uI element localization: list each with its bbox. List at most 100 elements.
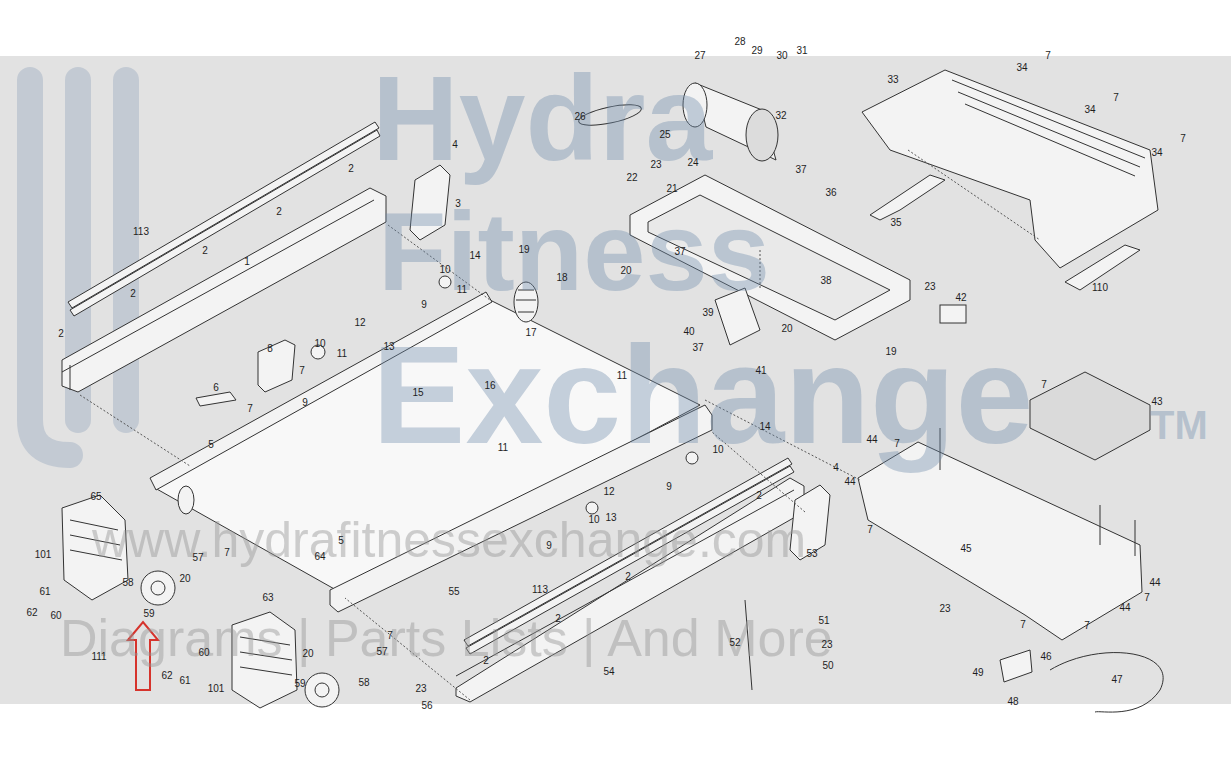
watermark-text: Diagrams | Parts Lists | And More <box>60 612 833 664</box>
callout-number: 44 <box>866 435 877 445</box>
callout-number: 19 <box>518 245 529 255</box>
callout-number: 34 <box>1084 105 1095 115</box>
callout-number: 20 <box>781 324 792 334</box>
callout-number: 14 <box>469 251 480 261</box>
watermark-text: Fitness <box>378 196 770 308</box>
callout-number: 58 <box>358 678 369 688</box>
callout-number: 29 <box>751 46 762 56</box>
callout-number: 23 <box>415 684 426 694</box>
callout-number: 8 <box>267 344 273 354</box>
callout-number: 22 <box>626 173 637 183</box>
callout-number: 10 <box>588 515 599 525</box>
callout-number: 53 <box>806 549 817 559</box>
watermark-text: TM <box>1150 405 1208 445</box>
callout-number: 7 <box>1113 93 1119 103</box>
callout-number: 11 <box>337 349 347 359</box>
callout-number: 54 <box>603 667 614 677</box>
callout-number: 27 <box>694 51 705 61</box>
callout-number: 37 <box>674 247 685 257</box>
callout-number: 33 <box>887 75 898 85</box>
callout-number: 30 <box>776 51 787 61</box>
callout-number: 7 <box>224 548 230 558</box>
callout-number: 23 <box>821 640 832 650</box>
callout-number: 5 <box>208 440 214 450</box>
callout-number: 10 <box>712 445 723 455</box>
callout-number: 101 <box>208 684 225 694</box>
callout-number: 49 <box>972 668 983 678</box>
callout-number: 9 <box>546 541 552 551</box>
callout-number: 52 <box>729 638 740 648</box>
callout-number: 44 <box>1119 603 1130 613</box>
callout-number: 43 <box>1151 397 1162 407</box>
callout-number: 14 <box>759 422 770 432</box>
callout-number: 7 <box>247 404 253 414</box>
callout-number: 7 <box>894 439 900 449</box>
callout-number: 7 <box>1041 380 1047 390</box>
callout-number: 12 <box>603 487 614 497</box>
callout-number: 23 <box>650 160 661 170</box>
callout-number: 62 <box>26 608 37 618</box>
callout-number: 7 <box>1144 593 1150 603</box>
callout-number: 20 <box>620 266 631 276</box>
callout-number: 55 <box>448 587 459 597</box>
callout-number: 64 <box>314 552 325 562</box>
callout-number: 40 <box>683 327 694 337</box>
callout-number: 37 <box>692 343 703 353</box>
callout-number: 34 <box>1016 63 1027 73</box>
callout-number: 42 <box>955 293 966 303</box>
callout-number: 7 <box>1020 620 1026 630</box>
callout-number: 58 <box>122 578 133 588</box>
callout-number: 10 <box>314 339 325 349</box>
callout-number: 9 <box>302 398 308 408</box>
callout-number: 16 <box>484 381 495 391</box>
callout-number: 20 <box>179 574 190 584</box>
callout-number: 60 <box>50 611 61 621</box>
callout-number: 7 <box>1084 621 1090 631</box>
callout-number: 9 <box>666 482 672 492</box>
callout-number: 31 <box>796 46 807 56</box>
callout-number: 23 <box>939 604 950 614</box>
callout-number: 10 <box>439 265 450 275</box>
callout-number: 23 <box>924 282 935 292</box>
callout-number: 59 <box>143 609 154 619</box>
callout-number: 60 <box>198 648 209 658</box>
callout-number: 32 <box>775 111 786 121</box>
callout-number: 13 <box>383 342 394 352</box>
callout-number: 7 <box>867 525 873 535</box>
callout-number: 7 <box>1180 134 1186 144</box>
callout-number: 56 <box>421 701 432 711</box>
callout-number: 101 <box>35 550 52 560</box>
callout-number: 19 <box>885 347 896 357</box>
callout-number: 111 <box>91 652 106 662</box>
callout-number: 7 <box>1045 51 1051 61</box>
callout-number: 2 <box>483 656 489 666</box>
callout-number: 46 <box>1040 652 1051 662</box>
callout-number: 63 <box>262 593 273 603</box>
callout-number: 6 <box>213 383 219 393</box>
callout-number: 57 <box>376 647 387 657</box>
callout-number: 18 <box>556 273 567 283</box>
callout-number: 11 <box>498 443 508 453</box>
callout-number: 34 <box>1151 148 1162 158</box>
callout-number: 2 <box>130 289 136 299</box>
callout-number: 4 <box>452 140 458 150</box>
callout-number: 37 <box>795 165 806 175</box>
callout-number: 57 <box>192 553 203 563</box>
callout-number: 7 <box>387 631 393 641</box>
callout-number: 61 <box>179 676 190 686</box>
callout-number: 2 <box>348 164 354 174</box>
callout-number: 36 <box>825 188 836 198</box>
callout-number: 4 <box>833 463 839 473</box>
callout-number: 26 <box>574 112 585 122</box>
callout-number: 2 <box>625 572 631 582</box>
callout-number: 13 <box>605 513 616 523</box>
callout-number: 65 <box>90 492 101 502</box>
callout-number: 25 <box>659 130 670 140</box>
callout-number: 44 <box>1149 578 1160 588</box>
callout-number: 21 <box>666 184 677 194</box>
callout-number: 2 <box>202 246 208 256</box>
callout-number: 7 <box>299 366 305 376</box>
callout-number: 2 <box>58 329 64 339</box>
callout-number: 9 <box>421 300 427 310</box>
